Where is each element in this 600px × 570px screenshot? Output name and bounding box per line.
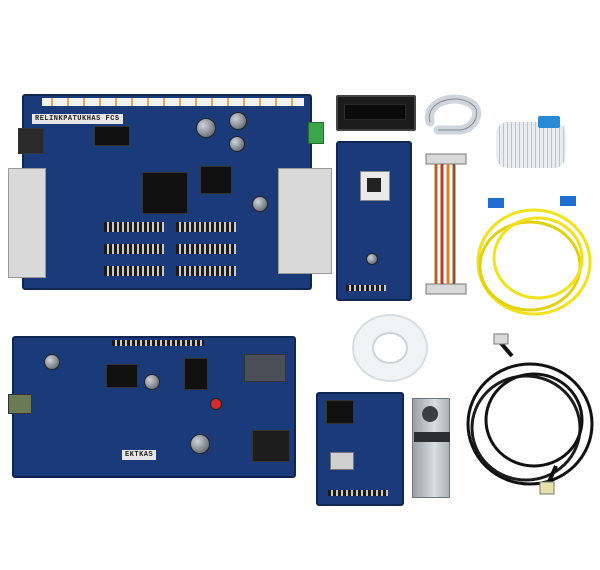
lcd-screen xyxy=(344,104,406,120)
main-board: RELINKPATUKHAS FCS xyxy=(8,94,332,290)
small-board xyxy=(316,392,404,506)
pin-header xyxy=(104,244,164,254)
ribbon-roll-body xyxy=(496,122,566,168)
fiber-connector xyxy=(560,196,576,206)
top-connector-strip xyxy=(42,98,304,106)
ic-chip xyxy=(184,358,208,390)
pin-header xyxy=(104,266,164,276)
capacitor xyxy=(252,196,268,212)
black-network-cable xyxy=(466,333,594,495)
panel-header xyxy=(346,285,386,291)
rj45-connector xyxy=(539,481,555,495)
red-button xyxy=(210,398,222,410)
board-silk-label: RELINKPATUKHAS FCS xyxy=(32,114,123,124)
fiber-module xyxy=(252,430,290,462)
second-board: EKTKAS xyxy=(8,336,296,478)
left-connector-bank xyxy=(8,168,46,278)
rj45-connector xyxy=(493,333,509,345)
terminal-block xyxy=(8,394,32,414)
small-board-chip xyxy=(326,400,354,424)
pin-header xyxy=(104,222,164,232)
capacitor xyxy=(196,118,216,138)
white-ribbon-roll xyxy=(490,112,572,176)
metal-bracket xyxy=(408,398,454,498)
capacitor xyxy=(229,112,247,130)
lcd-display xyxy=(336,95,416,131)
pin-header xyxy=(176,244,236,254)
small-board-header xyxy=(328,490,388,496)
pin-header xyxy=(112,340,204,346)
ic-chip xyxy=(106,364,138,388)
control-panel-board xyxy=(336,141,412,301)
right-connector-bank xyxy=(278,168,332,274)
bracket-hole xyxy=(422,406,438,422)
bracket-slot xyxy=(414,432,450,442)
fiber-module-left xyxy=(18,128,44,154)
white-tape-roll xyxy=(348,310,428,382)
ic-chip xyxy=(244,354,286,382)
wire-harness xyxy=(425,153,467,295)
yellow-fiber-cable xyxy=(476,196,592,316)
panel-capacitor xyxy=(366,253,378,265)
ribbon-loop xyxy=(424,94,482,135)
secondary-chip xyxy=(200,166,232,194)
capacitor xyxy=(190,434,210,454)
flat-ribbon-cable xyxy=(424,94,482,135)
pin-header xyxy=(176,222,236,232)
green-terminal-block xyxy=(308,122,324,144)
pin-header xyxy=(176,266,236,276)
tape-inner xyxy=(372,332,408,364)
panel-module xyxy=(360,171,390,201)
capacitor xyxy=(44,354,60,370)
memory-chip xyxy=(94,126,130,146)
board-silk-label: EKTKAS xyxy=(122,450,157,460)
capacitor xyxy=(144,374,160,390)
fiber-connector xyxy=(488,198,504,208)
ribbon-roll-blue-tab xyxy=(538,116,560,128)
capacitor xyxy=(229,136,245,152)
main-processor-chip xyxy=(142,172,188,214)
small-board-chip xyxy=(330,452,354,470)
